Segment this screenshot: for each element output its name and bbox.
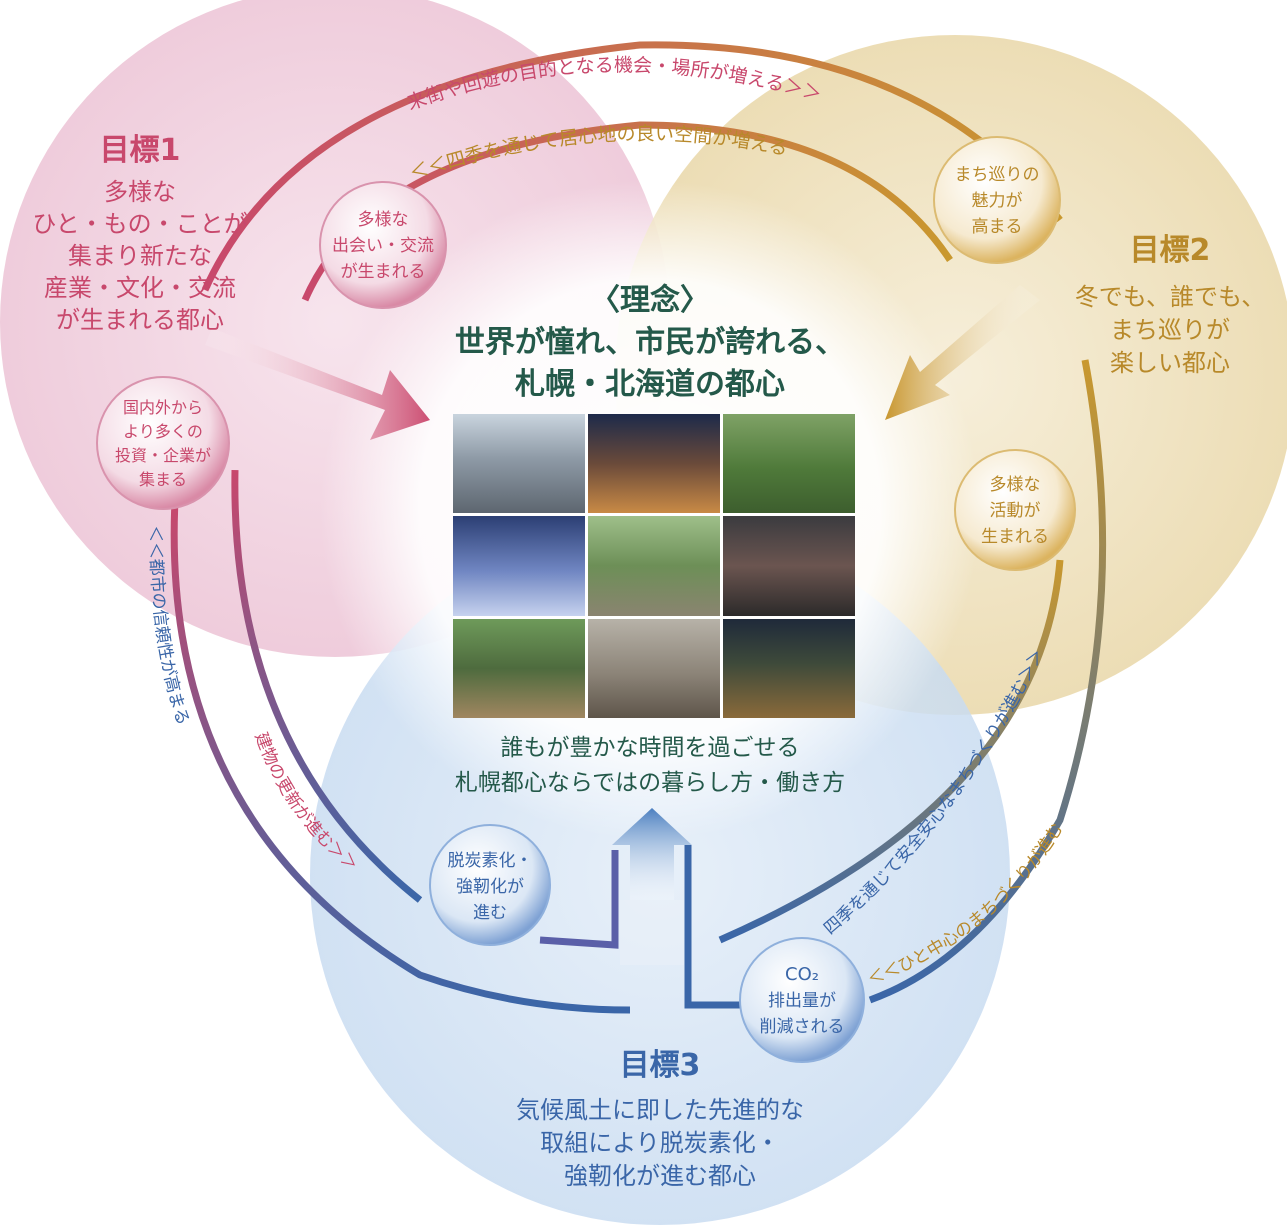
svg-text:出会い・交流: 出会い・交流 — [332, 236, 434, 256]
goal1-line: 集まり新たな — [68, 242, 212, 270]
goal2-line: 楽しい都心 — [1110, 349, 1230, 377]
svg-text:活動が: 活動が — [990, 501, 1041, 521]
svg-text:削減される: 削減される — [760, 1017, 845, 1037]
goal3-arrow — [612, 808, 692, 900]
outer-cycle-arc-top — [201, 41, 1063, 292]
svg-text:進む: 進む — [473, 903, 507, 923]
goal1-arrow — [205, 328, 430, 440]
svg-text:国内外から: 国内外から — [123, 398, 203, 417]
svg-text:脱炭素化・: 脱炭素化・ — [448, 851, 533, 871]
bubble-co2-reduction: CO₂ 排出量が 削減される — [739, 937, 865, 1063]
photo-lounge — [588, 618, 720, 718]
photo-plaza-benches — [453, 618, 585, 718]
inner-left-to-arrow — [539, 850, 619, 949]
svg-text:投資・企業が: 投資・企業が — [115, 446, 211, 465]
philosophy-line: 札幌・北海道の都心 — [515, 367, 785, 402]
goal3-line: 気候風土に即した先進的な — [516, 1096, 804, 1124]
photo-snow-festival — [453, 516, 585, 616]
outer-cycle-arc-left — [170, 499, 631, 1014]
philosophy-line: 世界が憧れ、市民が誇れる、 — [455, 325, 845, 360]
center-caption: 誰もが豊かな時間を過ごせる 札幌都心ならではの暮らし方・働き方 — [455, 735, 845, 796]
photo-indoor-event — [723, 516, 855, 616]
center-philosophy: 〈理念〉 世界が憧れ、市民が誇れる、 札幌・北海道の都心 — [455, 283, 845, 402]
bubble-diverse-encounters: 多様な 出会い・交流 が生まれる — [319, 181, 447, 309]
goal1-line: 産業・文化・交流 — [44, 274, 236, 302]
goal1-line: 多様な — [104, 178, 176, 206]
svg-text:が生まれる: が生まれる — [341, 262, 426, 282]
svg-text:集まる: 集まる — [139, 470, 187, 489]
goal1-line: ひと・もの・ことが — [32, 210, 247, 238]
svg-text:魅力が: 魅力が — [972, 191, 1023, 211]
svg-text:CO₂: CO₂ — [785, 964, 819, 985]
svg-text:多様な: 多様な — [358, 210, 409, 230]
bubble-activities: 多様な 活動が 生まれる — [954, 449, 1076, 571]
inner-cycle-arc-left — [231, 469, 423, 903]
goal2-title: 目標2 — [1130, 233, 1211, 268]
svg-text:より多くの: より多くの — [123, 422, 203, 441]
inner-cycle-arc-right — [718, 559, 1064, 944]
outer-cycle-arc-right — [868, 359, 1107, 1004]
caption-line: 札幌都心ならではの暮らし方・働き方 — [455, 770, 845, 796]
philosophy-title: 〈理念〉 — [590, 283, 710, 318]
svg-text:強靭化が: 強靭化が — [456, 877, 524, 897]
inner-right-to-arrow — [684, 845, 745, 1009]
goal3-arrow-trail — [620, 900, 684, 965]
goal3-title: 目標3 — [620, 1048, 701, 1083]
caption-line: 誰もが豊かな時間を過ごせる — [501, 735, 800, 761]
goal1-text: 目標1 多様な ひと・もの・ことが 集まり新たな 産業・文化・交流 が生まれる都… — [32, 133, 247, 334]
goal3-text: 目標3 気候風土に即した先進的な 取組により脱炭素化・ 強靭化が進む都心 — [516, 1048, 804, 1190]
svg-text:生まれる: 生まれる — [981, 527, 1049, 547]
goal1-title: 目標1 — [100, 133, 181, 168]
photo-collage — [453, 414, 855, 718]
svg-text:高まる: 高まる — [972, 217, 1023, 237]
bubble-town-walking: まち巡りの 魅力が 高まる — [933, 136, 1061, 264]
goal2-arrow — [885, 285, 1040, 420]
goal1-line: が生まれる都心 — [56, 306, 224, 334]
svg-text:多様な: 多様な — [990, 475, 1041, 495]
goal2-line: まち巡りが — [1110, 316, 1230, 344]
goal2-text: 目標2 冬でも、誰でも、 まち巡りが 楽しい都心 — [1075, 233, 1266, 377]
svg-text:まち巡りの: まち巡りの — [955, 165, 1040, 185]
photo-street-tram — [453, 414, 585, 514]
photo-park-lawn — [723, 414, 855, 514]
bubble-decarbonization: 脱炭素化・ 強靭化が 進む — [429, 824, 551, 946]
goal3-line: 取組により脱炭素化・ — [540, 1129, 780, 1157]
goal3-line: 強靭化が進む都心 — [564, 1162, 756, 1190]
photo-night-market — [723, 618, 855, 718]
goal2-line: 冬でも、誰でも、 — [1075, 283, 1266, 311]
photo-tree-avenue — [588, 516, 720, 616]
photo-tv-tower-night — [588, 414, 720, 514]
svg-text:排出量が: 排出量が — [768, 991, 836, 1011]
bubble-investment: 国内外から より多くの 投資・企業が 集まる — [96, 376, 230, 510]
